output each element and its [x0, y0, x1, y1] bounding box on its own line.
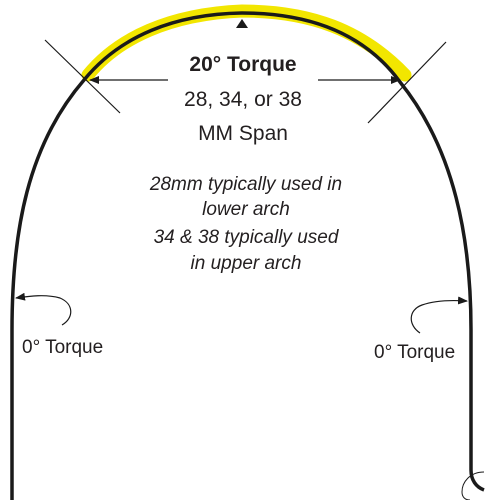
center-marker-icon	[236, 19, 248, 28]
right-torque-arrow	[410, 296, 468, 334]
wire-end-curl	[461, 471, 485, 500]
span-size-label: 28, 34, or 38	[184, 88, 302, 111]
note-line-1: 28mm typically used in	[149, 174, 342, 195]
arch-wire	[10, 11, 485, 500]
note-line-2: lower arch	[202, 199, 290, 220]
left-torque-arrow	[15, 292, 72, 326]
diagram-title: 20° Torque	[189, 53, 296, 76]
note-line-4: in upper arch	[191, 253, 302, 274]
left-torque-label: 0° Torque	[22, 337, 103, 358]
note-line-3: 34 & 38 typically used	[154, 227, 340, 248]
left-boundary-line	[44, 39, 121, 114]
right-torque-label: 0° Torque	[374, 342, 455, 363]
right-boundary-line	[367, 41, 447, 124]
span-unit-label: MM Span	[198, 122, 288, 145]
